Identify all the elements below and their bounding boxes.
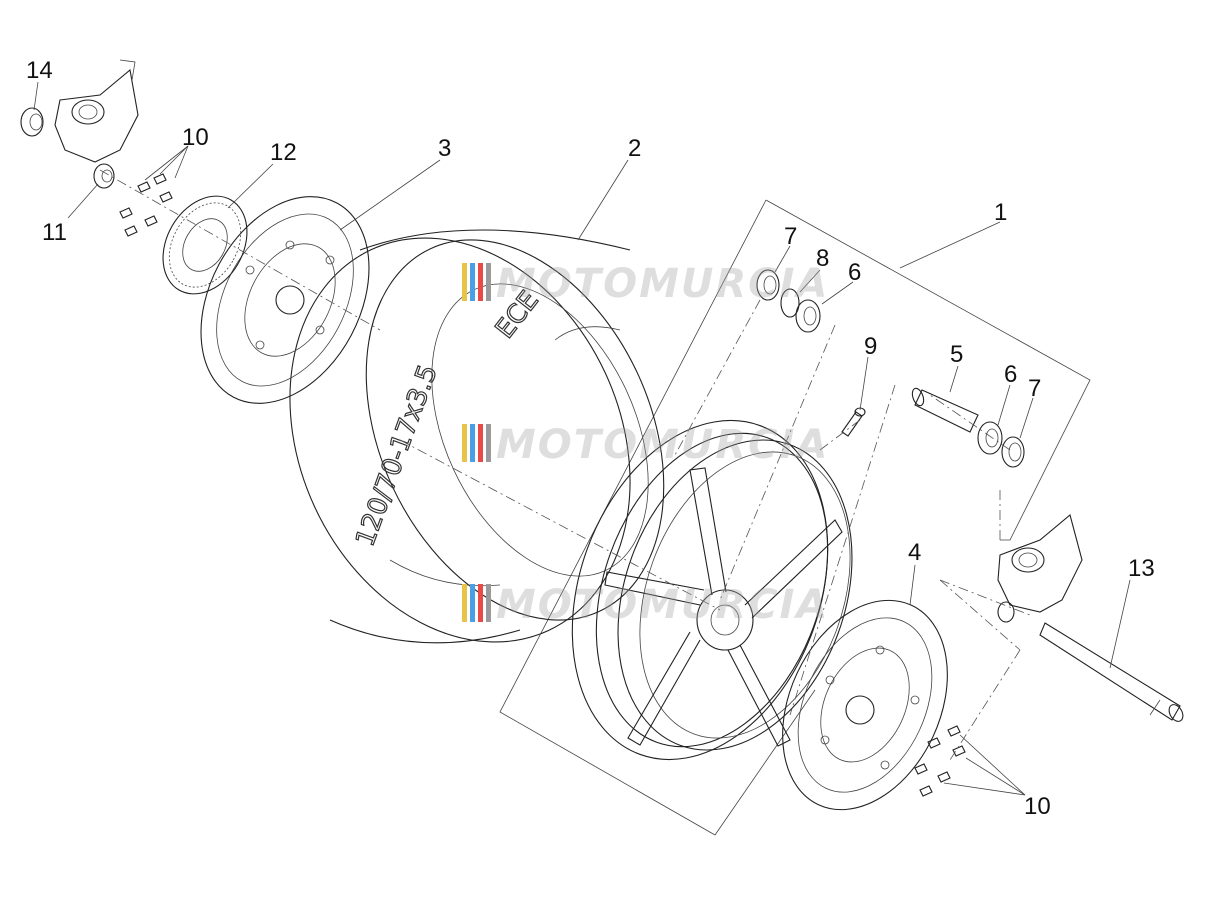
oil-seal-7-bottom [1001, 436, 1025, 468]
rim [571, 419, 853, 761]
disc-bolts-left [119, 173, 173, 237]
callout-3: 3 [438, 135, 451, 162]
watermark-bottom: MOTOMURCIA [462, 582, 829, 628]
callout-2: 2 [628, 135, 641, 162]
brake-caliper-right [997, 514, 1083, 623]
callout-12: 12 [270, 139, 297, 166]
brake-disc-right [782, 599, 948, 811]
tire-size-marking: 120/70-17x3.5 [350, 361, 443, 550]
callout-14: 14 [26, 57, 53, 84]
callout-10b: 10 [1024, 793, 1051, 820]
bearing-6-bottom [977, 421, 1003, 455]
brake-caliper-left [54, 59, 139, 163]
tire-valve [841, 407, 866, 437]
circlip-8 [780, 288, 800, 318]
watermark-text: MOTOMURCIA [496, 261, 829, 307]
leader-lines [33, 81, 1131, 796]
callout-7a: 7 [784, 223, 797, 250]
watermark-text: MOTOMURCIA [496, 582, 829, 628]
watermark-middle: MOTOMURCIA [462, 422, 829, 468]
centerlines [99, 169, 1031, 761]
wheel-spacer [911, 387, 979, 433]
abs-tone-ring [162, 195, 248, 295]
wheel-axle [1039, 622, 1184, 722]
bearing-6-top [795, 299, 821, 333]
assembly-frame [499, 199, 1091, 836]
callout-1: 1 [994, 199, 1007, 226]
callout-11: 11 [42, 219, 67, 246]
callout-9: 9 [864, 333, 877, 360]
brake-disc-left [200, 196, 370, 404]
callout-5: 5 [950, 341, 963, 368]
callouts: 1 2 3 4 5 6 6 7 7 8 9 10 10 11 12 13 14 [26, 57, 1155, 820]
callout-13: 13 [1128, 555, 1155, 582]
callout-7b: 7 [1028, 375, 1041, 402]
watermark-top: MOTOMURCIA [462, 261, 829, 307]
caliper-spacer-14 [20, 107, 44, 137]
disc-bolts-right [914, 725, 966, 797]
callout-10a: 10 [182, 124, 209, 151]
callout-4: 4 [908, 539, 921, 566]
callout-6a: 6 [848, 259, 861, 286]
callout-6b: 6 [1004, 361, 1017, 388]
callout-8: 8 [816, 245, 829, 272]
oil-seal-7-top [756, 269, 780, 301]
spacer-11 [93, 163, 115, 189]
watermark-text: MOTOMURCIA [496, 422, 829, 468]
